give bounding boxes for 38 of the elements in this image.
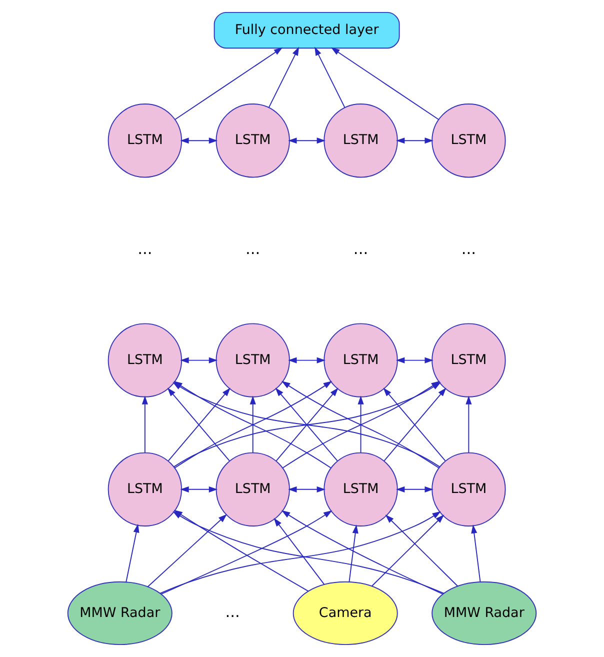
arrow bbox=[180, 138, 218, 144]
node-ellipse: MMW Radar bbox=[432, 581, 537, 646]
arrow bbox=[471, 524, 481, 582]
arrow bbox=[385, 514, 458, 587]
arrow bbox=[126, 524, 140, 583]
label: ... bbox=[225, 602, 240, 621]
node-ellipse: MMW Radar bbox=[67, 581, 172, 646]
arrow bbox=[180, 486, 218, 492]
node-circle: LSTM bbox=[216, 104, 290, 178]
arrow bbox=[142, 396, 148, 454]
arrow bbox=[274, 518, 325, 585]
arrow bbox=[371, 514, 444, 587]
arrow bbox=[466, 396, 472, 454]
arrow bbox=[174, 47, 283, 120]
node-ellipse: Camera bbox=[292, 581, 398, 646]
arrow bbox=[250, 396, 256, 454]
node-circle: LSTM bbox=[324, 104, 398, 178]
arrow bbox=[281, 510, 444, 595]
arrow bbox=[268, 46, 300, 108]
arrow bbox=[358, 396, 364, 454]
label: ... bbox=[138, 240, 152, 258]
arrow bbox=[396, 357, 434, 364]
arrow bbox=[396, 138, 434, 144]
label: ... bbox=[353, 240, 368, 258]
arrow bbox=[396, 486, 434, 492]
node-circle: LSTM bbox=[108, 104, 182, 178]
label: ... bbox=[246, 240, 260, 258]
arrow bbox=[288, 138, 326, 144]
node-box: Fully connected layer bbox=[214, 12, 400, 49]
label: ... bbox=[461, 240, 476, 258]
arrow bbox=[288, 357, 326, 364]
arrow bbox=[314, 46, 346, 108]
arrow bbox=[147, 514, 227, 588]
arrow bbox=[180, 357, 218, 364]
arrow bbox=[330, 47, 440, 120]
arrow bbox=[288, 486, 326, 492]
arrow bbox=[348, 524, 358, 582]
node-circle: LSTM bbox=[432, 104, 506, 178]
